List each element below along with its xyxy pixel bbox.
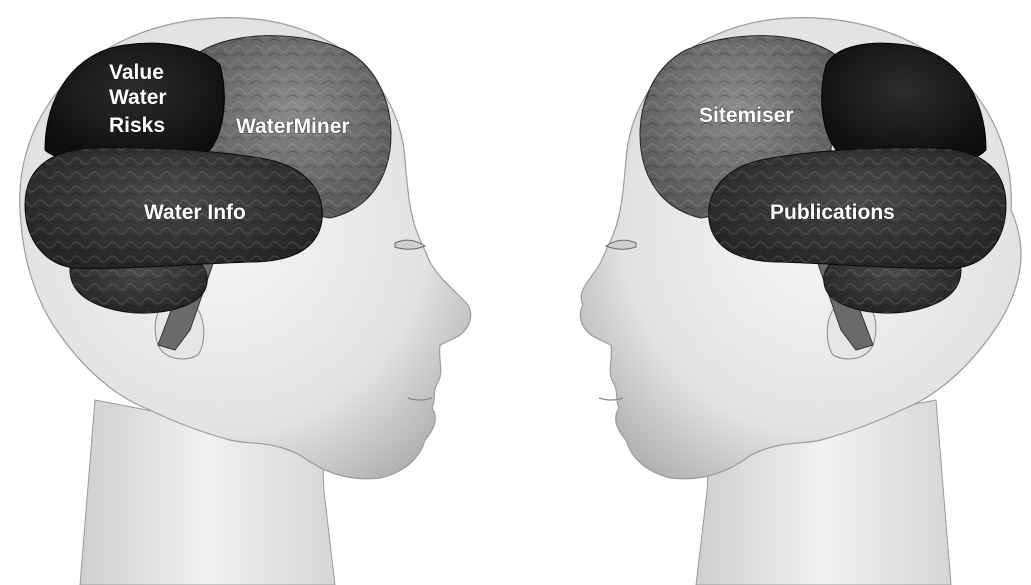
label-water-info: Water Info: [144, 201, 246, 224]
label-value-water-risks: Value Water Risks: [109, 61, 172, 137]
label-waterminer: WaterMiner: [236, 115, 350, 138]
label-water-line: Water: [109, 86, 167, 109]
right-region-dark-top: [822, 43, 986, 162]
label-risks-line: Risks: [109, 114, 165, 137]
label-publications: Publications: [770, 201, 895, 224]
left-head: Value Water Risks WaterMiner Water Info: [20, 18, 471, 585]
label-sitemiser: Sitemiser: [699, 104, 794, 127]
label-value-line: Value: [109, 61, 164, 84]
right-head: Sitemiser Publications: [580, 18, 1021, 585]
